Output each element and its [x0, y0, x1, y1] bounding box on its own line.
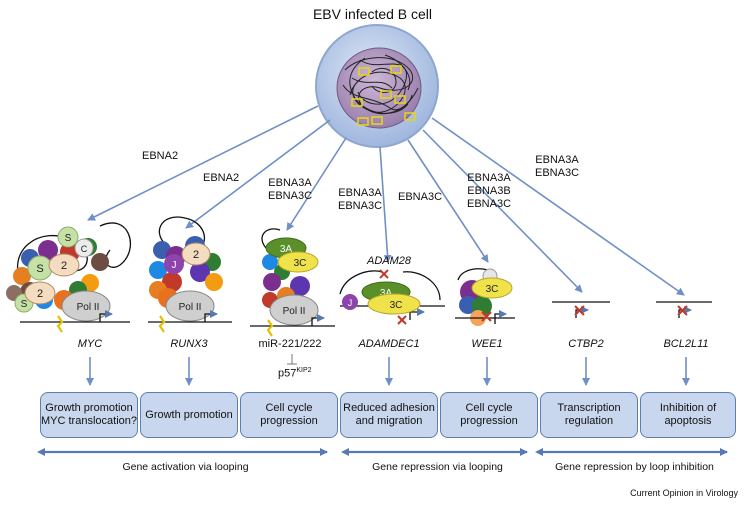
ebna3c-letter: 3C — [486, 284, 499, 295]
wee1-loop-complex: 3C — [455, 268, 515, 326]
label-line: EBNA3C — [467, 198, 512, 210]
outcome-line: Cell cycle — [465, 402, 513, 414]
ctbp2-locus — [552, 301, 610, 318]
arrow-label-ebna3a-ebna3c: EBNA3A EBNA3C — [338, 187, 382, 213]
ebna3a-letter: 3A — [280, 244, 293, 255]
arrow-label-ebna2: EBNA2 — [142, 150, 179, 162]
arrow-ctbp2 — [422, 129, 583, 293]
label-line: EBNA3A — [338, 187, 382, 199]
p57-kip2-label: p57KIP2 — [278, 367, 312, 380]
outcome-line: progression — [260, 415, 318, 427]
outcome-line: MYC translocation? — [41, 415, 137, 427]
adamdec1-loop-complex: J 3A 3C — [339, 269, 445, 325]
arrow-label-ebna3a-ebna3b-ebna3c: EBNA3A EBNA3B EBNA3C — [467, 172, 511, 211]
p57-main: p57 — [278, 367, 297, 380]
pol2-label: Pol II — [179, 302, 202, 313]
gene-runx3: RUNX3 — [170, 338, 208, 350]
label-line: EBNA3A — [535, 154, 579, 166]
viral-episomes — [351, 65, 416, 126]
gene-wee1: WEE1 — [471, 338, 503, 350]
source-credit: Current Opinion in Virology — [630, 488, 738, 498]
outcome-line: apoptosis — [664, 415, 712, 427]
arrow-wee1 — [407, 139, 489, 263]
ebna3a-letter: 3A — [380, 288, 393, 299]
ebna2-letter: 2 — [37, 288, 43, 300]
s-letter: S — [36, 263, 43, 275]
outcome-line: Growth promotion — [145, 408, 233, 421]
mir221-loop-complex: 3A 3C Pol II — [250, 228, 335, 365]
b-cell — [315, 24, 439, 148]
outcome-line: Reduced adhesion — [343, 402, 435, 414]
p57-superscript: KIP2 — [296, 367, 312, 374]
category-gene-repression-looping: Gene repression via looping — [372, 461, 503, 473]
arrow-mir221 — [286, 137, 347, 231]
s-letter: S — [65, 233, 72, 244]
label-line: EBNA3A — [467, 172, 511, 184]
chromatin-tangle — [342, 54, 419, 115]
arrow-bcl2l11 — [431, 117, 685, 296]
j-letter: J — [172, 260, 177, 271]
gene-ctbp2: CTBP2 — [568, 338, 604, 350]
gene-adamdec1: ADAMDEC1 — [358, 338, 420, 350]
label-line: EBNA3C — [268, 190, 313, 202]
runx3-loop-complex: 2 J Pol II — [148, 216, 232, 333]
cell-arrows — [87, 105, 685, 296]
ebna2-letter: 2 — [193, 249, 199, 261]
gene-mir221-222: miR-221/222 — [258, 338, 322, 350]
category-loop-inhibition: Gene repression by loop inhibition — [555, 461, 714, 473]
myc-loop-complex: S S S C 2 2 Pol II — [6, 222, 131, 333]
gene-adam28: ADAM28 — [366, 255, 412, 267]
outcome-line: regulation — [564, 415, 614, 427]
gene-bcl2l11: BCL2L11 — [663, 338, 709, 350]
outcome-line: Inhibition of — [659, 402, 717, 414]
label-line: EBNA3A — [268, 177, 312, 189]
arrow-label-ebna3a-ebna3c: EBNA3A EBNA3C — [535, 154, 579, 180]
outcome-line: Cell cycle — [265, 402, 313, 414]
outcome-line: Transcription — [557, 402, 621, 414]
label-line: EBNA3C — [338, 200, 383, 212]
arrow-ebna2-runx3 — [185, 119, 331, 229]
gene-myc: MYC — [77, 338, 103, 350]
diagram-title: EBV infected B cell — [312, 6, 433, 22]
arrow-label-ebna2: EBNA2 — [203, 172, 240, 184]
arrow-label-ebna3a-ebna3c: EBNA3A EBNA3C — [268, 177, 312, 203]
ebna3c-letter: 3C — [294, 258, 307, 269]
label-line: EBNA3B — [467, 185, 511, 197]
pol2-label: Pol II — [283, 306, 306, 317]
label-line: EBNA3C — [535, 167, 580, 179]
outcome-line: and migration — [355, 415, 423, 427]
ebna2-letter: 2 — [61, 260, 67, 272]
pol2-label: Pol II — [77, 302, 100, 313]
bcl2l11-locus — [656, 301, 712, 318]
category-gene-activation: Gene activation via looping — [122, 461, 249, 473]
arrow-label-ebna3c: EBNA3C — [398, 191, 443, 203]
outcome-line: Growth promotion — [45, 402, 133, 414]
j-letter: J — [348, 298, 353, 308]
c-letter: C — [81, 244, 88, 254]
ebna3c-letter: 3C — [390, 300, 403, 311]
arrow-ebna2-myc — [87, 105, 319, 221]
arrow-adamdec1 — [379, 146, 392, 263]
outcome-box-runx3: Growth promotion — [140, 392, 238, 438]
s-letter: S — [21, 299, 28, 310]
outcome-line: progression — [460, 415, 518, 427]
gene-to-outcome-arrows — [86, 357, 690, 386]
